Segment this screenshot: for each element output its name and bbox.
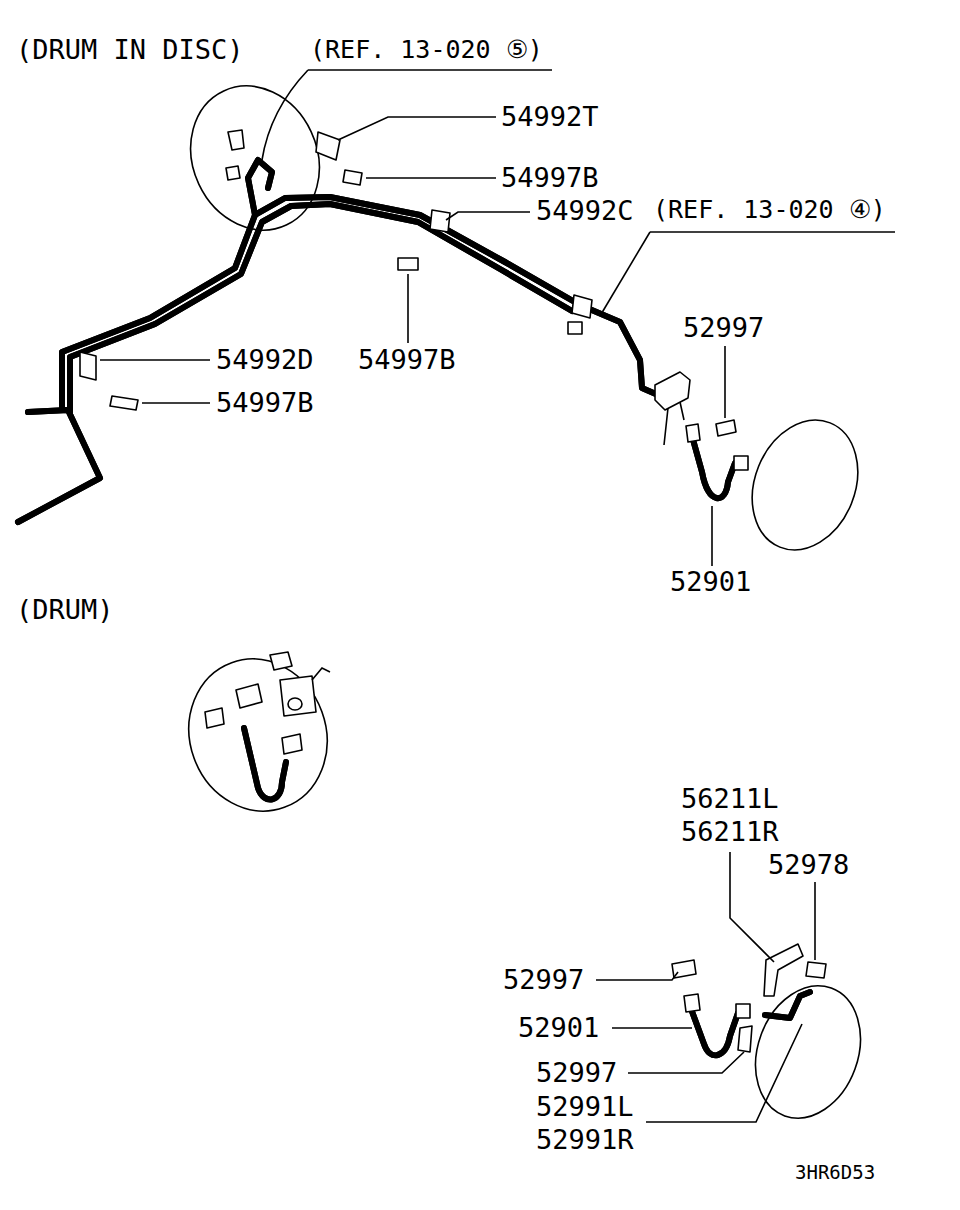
clip: [282, 734, 302, 754]
callout-number: 54997B: [501, 164, 599, 191]
callout-number: 52978: [768, 851, 849, 878]
fitting: [736, 1004, 750, 1018]
leader-line: [100, 70, 895, 1122]
bracket: [312, 668, 330, 680]
callout-number: 56211L: [681, 785, 779, 812]
bracket-hole: [288, 698, 302, 710]
callout-number: (DRUM IN DISC): [16, 36, 244, 63]
clip: [205, 708, 224, 728]
bolt: [270, 652, 292, 670]
callout-number: 52991L: [536, 1093, 634, 1120]
clip: [716, 420, 736, 436]
callout-number: 54992C: [536, 197, 634, 224]
bracket: [664, 402, 684, 445]
bracket: [236, 684, 262, 708]
bolt: [110, 396, 138, 410]
callout-number: 54997B: [216, 389, 314, 416]
clip: [80, 352, 96, 380]
clip: [316, 132, 340, 160]
wheel-outline: [734, 404, 877, 566]
bracket: [280, 676, 316, 716]
callout-number: 56211R: [681, 818, 779, 845]
wheel-outline: [738, 971, 878, 1133]
clip: [430, 210, 450, 232]
bracket: [228, 130, 244, 150]
brake-tube: [18, 160, 665, 522]
callout-number: 52991R: [536, 1126, 634, 1153]
callout-number: 52901: [670, 568, 751, 595]
fitting: [734, 456, 748, 470]
callout-number: (REF. 13-020 ⑤): [310, 37, 543, 62]
fitting: [686, 424, 700, 442]
fitting: [684, 994, 700, 1012]
clip: [572, 295, 592, 318]
bolt: [806, 962, 826, 978]
callout-number: 52997: [683, 314, 764, 341]
clip: [738, 1026, 752, 1052]
drawing-code: 3HR6D53: [795, 1163, 875, 1182]
bracket: [764, 944, 803, 996]
wheel-outline: [168, 639, 348, 830]
callout-number: 52997: [503, 966, 584, 993]
callout-number: 54992D: [216, 346, 314, 373]
bolt: [226, 166, 240, 180]
bolt: [568, 322, 582, 334]
brake-hose: [692, 436, 735, 498]
callout-number: 54992T: [501, 103, 599, 130]
callout-number: 52997: [536, 1059, 617, 1086]
callout-number: 54997B: [358, 346, 456, 373]
callout-number: 52901: [518, 1014, 599, 1041]
callout-number: (REF. 13-020 ④): [653, 197, 886, 222]
callout-number: (DRUM): [16, 596, 114, 623]
junction: [655, 372, 690, 410]
brake-hose: [690, 1006, 738, 1055]
bolt: [343, 170, 362, 185]
bolt: [398, 258, 418, 270]
brake-hose: [244, 728, 286, 799]
